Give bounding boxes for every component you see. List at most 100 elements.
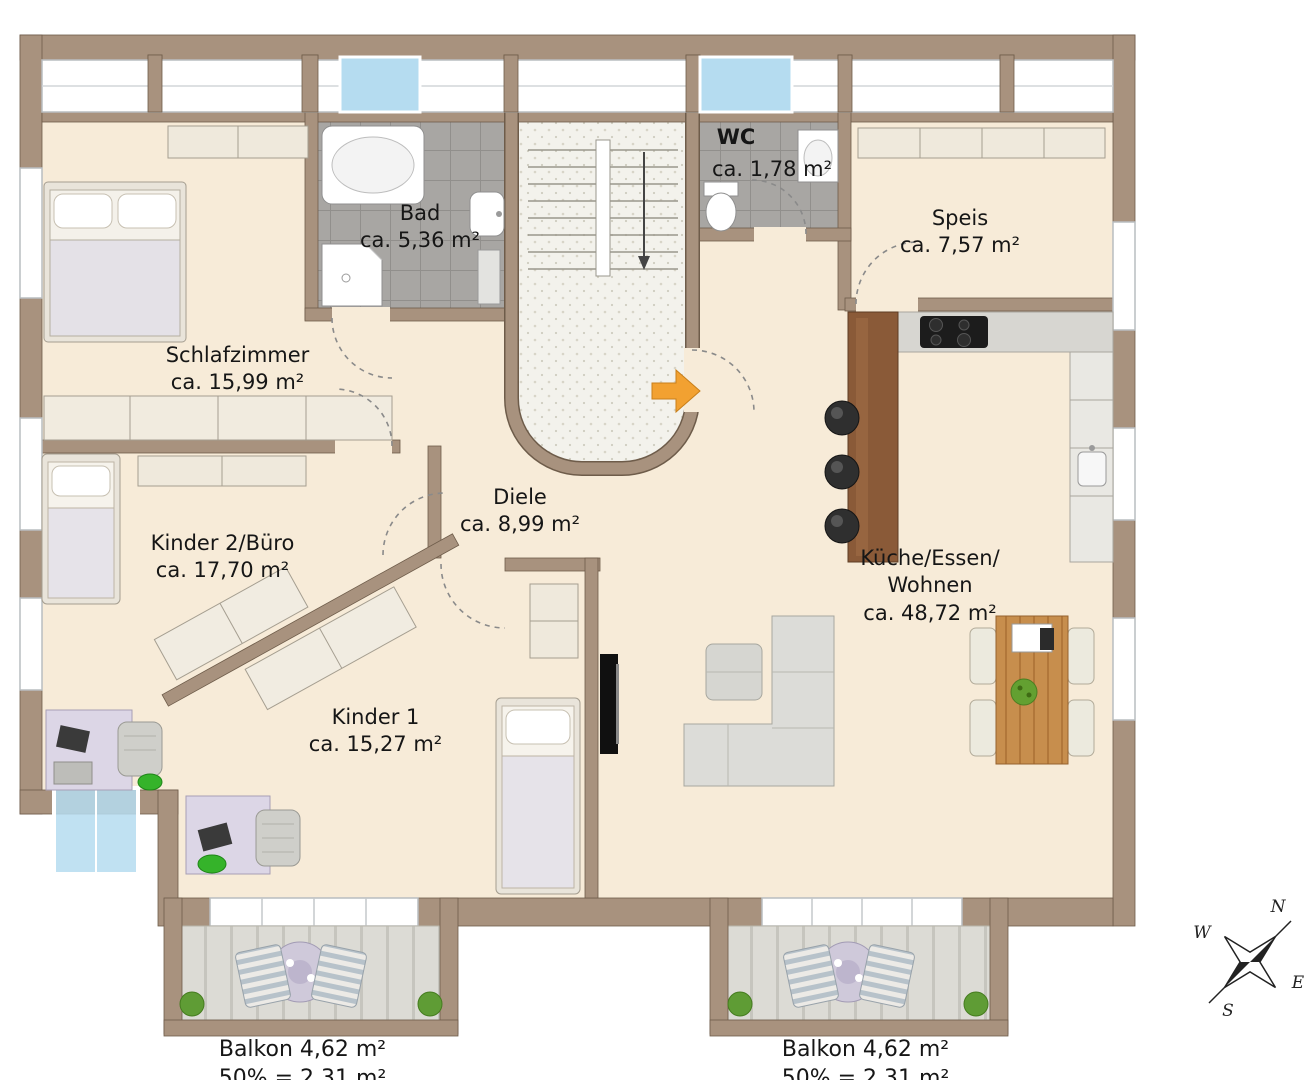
wall-diagonal	[161, 533, 460, 707]
stair-direction-arrow	[638, 256, 650, 270]
room-name-2: Wohnen	[887, 573, 973, 598]
wall-diele-kinder1	[504, 557, 601, 572]
tv	[600, 654, 618, 754]
balcony-label-left: Balkon 4,62 m² 50% = 2,31 m²	[165, 1036, 440, 1080]
dining-chair	[969, 699, 997, 757]
room-label-speis: Speis ca. 7,57 m²	[855, 205, 1065, 260]
wall-diagonal-group	[161, 533, 460, 707]
dining-chair	[1067, 627, 1095, 685]
faucet	[1089, 445, 1095, 451]
burner	[929, 318, 943, 332]
room-area: ca. 8,99 m²	[459, 512, 581, 537]
door-openings	[332, 227, 918, 454]
windows	[19, 54, 1136, 927]
wall-stairwell	[505, 112, 699, 475]
kinder1-furniture	[185, 583, 581, 895]
window-left	[19, 417, 43, 531]
room-label-bad: Bad ca. 5,36 m²	[335, 200, 505, 255]
door-swing-wc	[751, 179, 807, 235]
stairs	[528, 139, 678, 277]
balcony-railing	[163, 1019, 459, 1037]
bedroom-furniture	[43, 125, 393, 441]
burner	[958, 319, 970, 331]
lounger	[311, 944, 367, 1008]
table-plant	[1010, 678, 1038, 706]
wc-fixtures	[703, 129, 839, 232]
balcony-share: 50% = 2,31 m²	[218, 1065, 387, 1080]
opening-schlafzimmer	[335, 439, 392, 454]
burner	[957, 333, 971, 347]
bar-stool	[824, 454, 860, 490]
lounger	[235, 944, 291, 1008]
printer	[53, 761, 93, 785]
bag	[197, 854, 227, 874]
balcony-share: 50% = 2,31 m²	[781, 1065, 950, 1080]
room-name: Kinder 1	[331, 705, 420, 729]
balcony-left	[163, 897, 459, 1037]
room-name: WC	[716, 125, 756, 149]
pillow	[53, 193, 113, 229]
room-name: Bad	[399, 201, 441, 225]
compass-e: E	[1291, 973, 1305, 993]
opening-bad	[332, 307, 390, 322]
room-name: Küche/Essen/	[860, 546, 1000, 570]
wall-wc-speis	[837, 111, 852, 311]
desk-chair	[117, 721, 163, 777]
dining-chair	[969, 627, 997, 685]
window-right	[1112, 427, 1136, 521]
room-area: ca. 15,99 m²	[170, 370, 305, 395]
room-label-wc: WC	[704, 124, 768, 151]
window-left	[19, 167, 43, 299]
radiator	[477, 249, 501, 305]
kitchen-sink	[1077, 451, 1107, 487]
pillow	[117, 193, 177, 229]
pillow	[51, 465, 111, 497]
opening-speis	[856, 297, 918, 312]
door-swing-kinder1	[440, 563, 506, 629]
compass-s: S	[1222, 1001, 1234, 1021]
wc-sink	[803, 139, 833, 177]
diagonal-wardrobes	[153, 566, 417, 711]
cooktop	[920, 316, 988, 348]
plant	[963, 991, 989, 1017]
room-name: Speis	[931, 206, 989, 230]
room-area: ca. 17,70 m²	[155, 558, 290, 583]
bar-stool	[824, 400, 860, 436]
room-area: ca. 15,27 m²	[308, 732, 443, 757]
laptop	[197, 822, 233, 852]
shower	[321, 243, 383, 307]
faucet	[496, 211, 502, 217]
dining-chair	[1067, 699, 1095, 757]
roof-window	[52, 786, 140, 876]
wall-bottom-1	[177, 897, 211, 927]
kitchen-furniture	[824, 127, 1114, 563]
balcony-name: Balkon 4,62 m²	[781, 1037, 950, 1062]
room-label-wc-area: ca. 1,78 m²	[698, 156, 846, 183]
bag	[137, 773, 163, 791]
window-right	[1112, 617, 1136, 721]
lounger	[783, 944, 839, 1008]
pillow	[505, 709, 571, 745]
tv-screen-edge	[616, 664, 619, 744]
blanket	[501, 755, 575, 889]
door-swings	[331, 179, 919, 629]
bathtub-basin	[331, 136, 415, 194]
plant	[417, 991, 443, 1017]
entrance-arrow	[651, 368, 701, 414]
sofa	[683, 615, 835, 787]
room-label-kinder1: Kinder 1 ca. 15,27 m²	[248, 704, 503, 759]
wall-bottom-2	[417, 897, 763, 927]
balcony-wall	[709, 897, 729, 1035]
balcony-label-right: Balkon 4,62 m² 50% = 2,31 m²	[728, 1036, 1003, 1080]
room-name: Schlafzimmer	[165, 343, 310, 367]
wall-top-inner	[41, 111, 1114, 123]
sofa-group	[600, 615, 835, 787]
opening-wc	[754, 227, 806, 242]
bar-stool	[824, 508, 860, 544]
compass-w: W	[1193, 923, 1212, 943]
balcony-table-center	[836, 960, 860, 984]
wall-kinder1-wohnen	[584, 557, 599, 899]
window-left	[19, 597, 43, 691]
room-label-wohnen: Küche/Essen/ Wohnen ca. 48,72 m²	[800, 545, 1060, 627]
